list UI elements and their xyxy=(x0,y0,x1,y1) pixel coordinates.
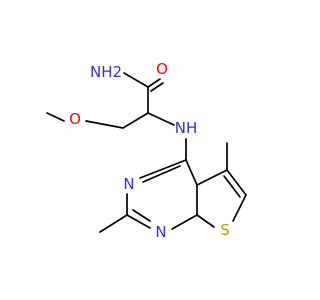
bond-ch2-to-ether-o xyxy=(85,120,124,129)
bond-alpha-carbon-to-nh xyxy=(147,112,175,126)
amine-nitrogen-label: NH xyxy=(175,119,198,137)
bond-c5-to-c6-1 xyxy=(226,169,247,196)
bond-alpha-carbon-to-ch2 xyxy=(122,112,149,129)
bond-c4-to-ring-n3-1 xyxy=(139,159,187,179)
structure-canvas: NH2 O O NH N N S xyxy=(46,60,247,241)
bond-c4-to-ring-n3-2 xyxy=(142,165,181,183)
bond-c2-to-ring-n1-2 xyxy=(132,209,151,222)
bond-ether-o-to-methyl xyxy=(46,112,65,122)
bond-sulfur-to-c7a xyxy=(196,214,215,228)
bond-carbonyl-to-o-2 xyxy=(150,82,164,92)
ring-nitrogen-upper-label: N xyxy=(123,175,134,193)
carbonyl-oxygen-label: O xyxy=(156,60,168,78)
bond-layer xyxy=(46,72,247,233)
molecule-structure: NH2 O O NH N N S xyxy=(46,60,247,241)
bond-c4-to-c4a xyxy=(185,159,198,186)
ether-oxygen-label: O xyxy=(69,110,81,128)
bond-c2-to-ring-n1-1 xyxy=(126,214,151,229)
atom-label-layer: NH2 O O NH N N S xyxy=(69,60,230,241)
ring-nitrogen-lower-label: N xyxy=(155,223,166,241)
amide-nitrogen-label: NH2 xyxy=(90,63,122,81)
bond-c2-to-methyl xyxy=(99,214,128,233)
bond-ring-n1-to-c7a xyxy=(171,214,198,230)
sulfur-label: S xyxy=(220,221,230,239)
bond-carbonyl-to-amide-n xyxy=(123,72,149,88)
bond-carbonyl-to-o-1 xyxy=(147,78,161,88)
bond-c6-to-sulfur xyxy=(232,194,247,222)
bond-c5-to-c6-2 xyxy=(223,175,241,198)
bond-c4a-to-c5 xyxy=(196,169,228,186)
